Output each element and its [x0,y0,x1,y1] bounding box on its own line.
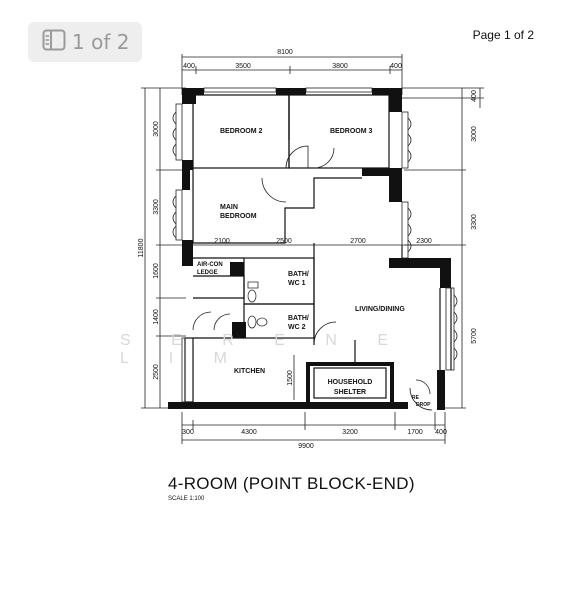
interior-walls [184,94,452,403]
dim-top-d: 400 [390,63,402,70]
dim-top-a: 400 [183,63,195,70]
room-bath2-line2: WC 2 [288,324,306,331]
room-bath1-line1: BATH/ [288,271,309,278]
room-aircon-line2: LEDGE [197,270,218,276]
plan-scale: SCALE 1:100 [168,496,205,502]
room-kitchen: KITCHEN [234,368,265,375]
dim-bottom-e: 400 [435,429,447,436]
dim-bottom-b: 4300 [241,429,257,436]
dim-top-c: 3800 [332,63,348,70]
plan-title: 4-ROOM (POINT BLOCK-END) [168,474,415,493]
windows [172,87,458,403]
room-refuse-line1: RE [412,395,420,401]
dim-right-a: 3000 [471,126,478,142]
room-shelter-line2: SHELTER [334,389,366,396]
room-bath2-line1: BATH/ [288,315,309,322]
room-shelter-line1: HOUSEHOLD [328,379,373,386]
dim-bottom-a: 300 [182,429,194,436]
dim-right-c: 5700 [471,328,478,344]
dimension-lines [141,54,484,444]
door-swings [192,145,433,411]
dim-mid-b: 2500 [276,238,292,245]
room-labels: BEDROOM 2 BEDROOM 3 MAIN BEDROOM AIR-CON… [197,128,431,408]
bath-fixtures [247,281,268,329]
dim-left-total: 11800 [138,238,145,257]
dimension-labels: 8100 400 3500 3800 400 11800 3000 3300 1… [138,49,478,450]
dim-top-total: 8100 [277,49,293,56]
dim-top-b: 3500 [235,63,251,70]
dim-left-e: 2500 [153,364,160,380]
room-main-bedroom-line2: BEDROOM [220,213,257,220]
plan-title-block: 4-ROOM (POINT BLOCK-END) SCALE 1:100 [168,474,415,502]
exterior-walls [168,88,451,410]
dim-kitchen-h: 1500 [287,370,294,386]
room-living-dining: LIVING/DINING [355,306,405,313]
dim-bottom-total: 9900 [298,443,314,450]
room-bedroom3: BEDROOM 3 [330,128,373,135]
dim-right-top: 400 [471,90,478,102]
dim-left-b: 3300 [153,199,160,215]
room-aircon-line1: AIR-CON [197,262,223,268]
sidebar-panel-icon[interactable] [42,29,66,56]
room-bedroom2: BEDROOM 2 [220,128,263,135]
dim-left-a: 3000 [153,121,160,137]
dim-right-b: 3300 [471,214,478,230]
dim-mid-c: 2700 [350,238,366,245]
room-bath1-line2: WC 1 [288,280,306,287]
room-main-bedroom-line1: MAIN [220,204,238,211]
dim-mid-a: 2100 [214,238,230,245]
dim-bottom-d: 1700 [407,429,423,436]
dim-bottom-c: 3200 [342,429,358,436]
page-indicator: Page 1 of 2 [472,28,534,42]
page-badge-label: 1 of 2 [72,30,130,54]
dim-left-d: 1400 [153,309,160,325]
page-badge[interactable]: 1 of 2 [28,22,142,62]
dim-mid-d: 2300 [416,238,432,245]
room-refuse-line2: DROP [416,402,431,408]
dim-left-c: 1600 [153,263,160,279]
